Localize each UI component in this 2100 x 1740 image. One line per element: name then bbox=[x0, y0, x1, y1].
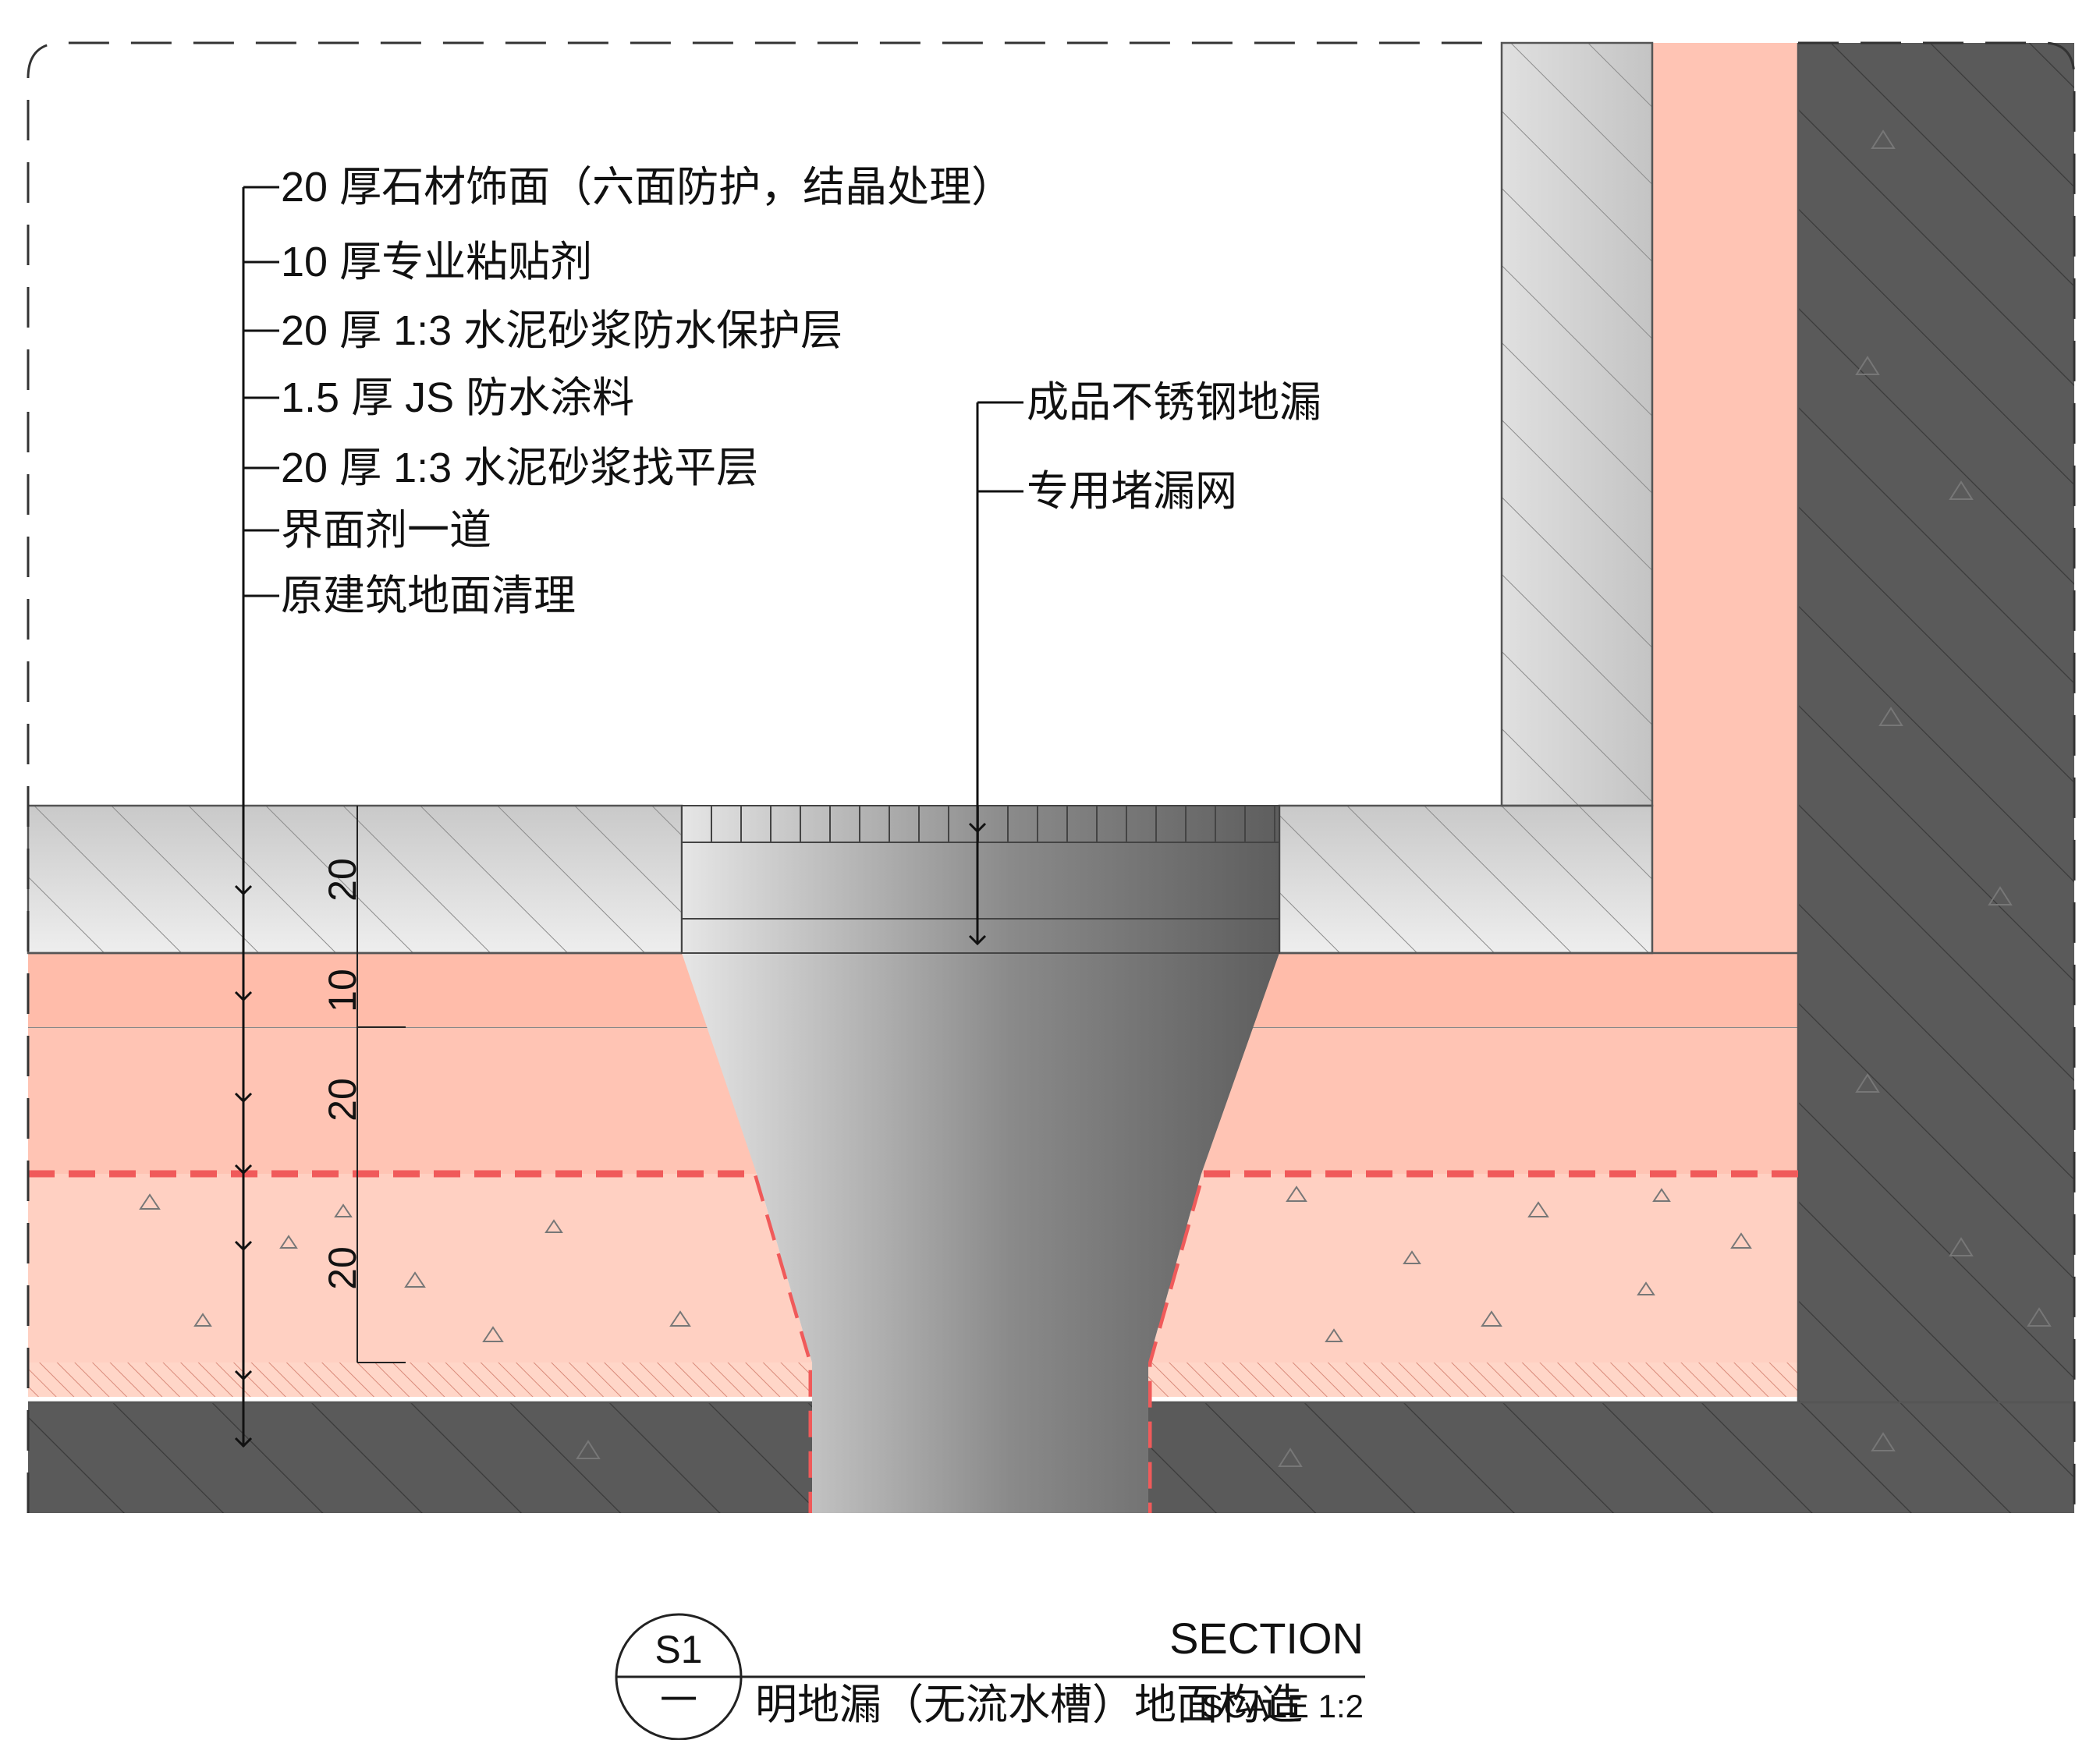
callout-anti-leak-net: 专用堵漏网 bbox=[1027, 468, 1237, 515]
structure bbox=[27, 41, 2076, 1513]
adhesive-left bbox=[28, 953, 713, 1027]
section-label: SECTION bbox=[1169, 1614, 1364, 1663]
dim-screed: 20 bbox=[321, 1246, 364, 1290]
callout-leveling-screed: 20 厚 1:3 水泥砂浆找平层 bbox=[281, 445, 758, 491]
sheet-sub: 一 bbox=[660, 1680, 697, 1721]
leveling-screed-right bbox=[1148, 1174, 1798, 1363]
dim-protective-mortar: 20 bbox=[321, 1078, 364, 1122]
callout-protective-mortar: 20 厚 1:3 水泥砂浆防水保护层 bbox=[281, 307, 842, 354]
wall-mortar bbox=[1652, 43, 1798, 953]
dim-stone: 20 bbox=[321, 858, 364, 902]
adhesive-right bbox=[1252, 953, 1798, 1027]
callout-existing-floor: 原建筑地面清理 bbox=[281, 572, 576, 619]
drain-callouts: 成品不锈钢地漏 专用堵漏网 bbox=[968, 379, 1321, 946]
sheet-number: S1 bbox=[654, 1628, 702, 1671]
title-block: S1 一 SECTION 明地漏（无流水槽）地面构造 SCALE 1:2 bbox=[615, 1613, 1365, 1740]
callout-interface-agent: 界面剂一道 bbox=[281, 507, 491, 554]
floor-drain bbox=[681, 805, 1280, 1513]
drawing-title: 明地漏（无流水槽）地面构造 bbox=[755, 1682, 1303, 1728]
callout-stainless-drain: 成品不锈钢地漏 bbox=[1027, 379, 1321, 426]
protective-mortar-left bbox=[28, 1027, 757, 1174]
protective-mortar-right bbox=[1201, 1027, 1798, 1174]
dim-adhesive: 10 bbox=[321, 969, 364, 1012]
leveling-screed-left bbox=[28, 1174, 812, 1363]
drawing-scale: SCALE 1:2 bbox=[1201, 1688, 1364, 1724]
callout-js-waterproof: 1.5 厚 JS 防水涂料 bbox=[281, 374, 634, 421]
callout-adhesive: 10 厚专业粘贴剂 bbox=[281, 239, 592, 285]
callout-stone-finish: 20 厚石材饰面（六面防护，结晶处理） bbox=[281, 164, 1013, 211]
layer-callouts: 20 厚石材饰面（六面防护，结晶处理） 10 厚专业粘贴剂 20 厚 1:3 水… bbox=[234, 164, 1013, 1448]
dimension-chain: 20 10 20 20 bbox=[321, 806, 406, 1363]
